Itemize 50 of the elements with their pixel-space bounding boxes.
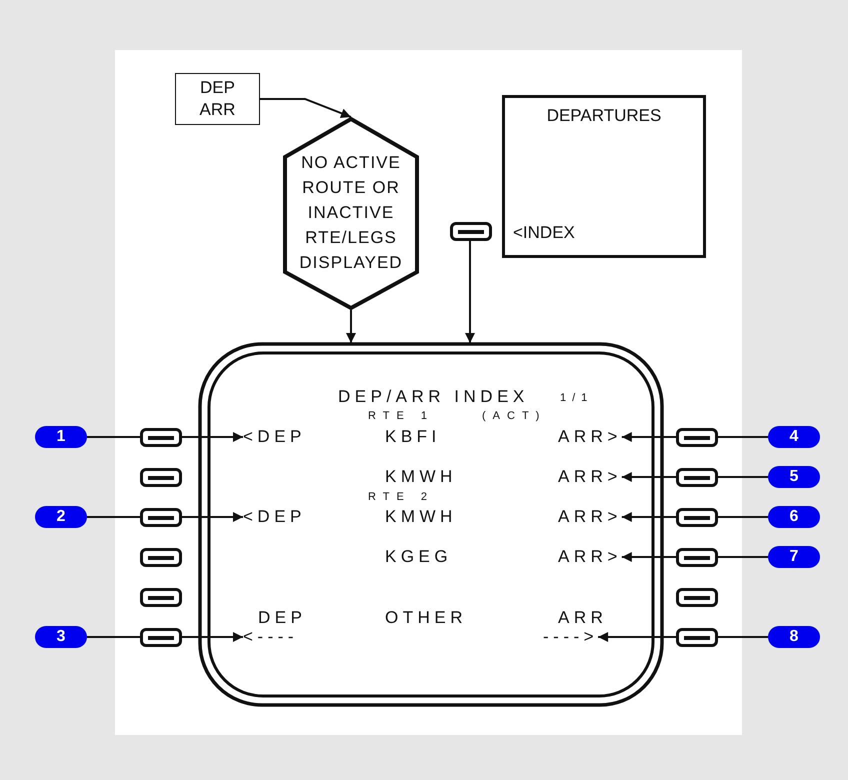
line-select-key <box>676 548 718 567</box>
line-select-key <box>140 588 182 607</box>
screen-text: ARR <box>558 608 608 628</box>
callout-number: 8 <box>768 626 820 648</box>
prompt-text: <---- <box>243 627 298 647</box>
line-select-key <box>140 468 182 487</box>
line-select-key <box>676 588 718 607</box>
line-select-key <box>140 628 182 647</box>
line-select-key <box>140 548 182 567</box>
callout-number: 4 <box>768 426 820 448</box>
page-display-box <box>502 95 706 258</box>
line-select-key <box>676 508 718 527</box>
screen-text: 1/1 <box>560 391 594 406</box>
arrow <box>465 241 475 343</box>
prompt-text: <DEP <box>243 427 306 447</box>
arrow <box>260 98 352 118</box>
screen-text: KBFI <box>385 427 441 447</box>
line-select-key <box>676 628 718 647</box>
line-select-key <box>140 428 182 447</box>
callout-number: 1 <box>35 426 87 448</box>
line-select-key <box>450 222 492 241</box>
line-select-key <box>676 428 718 447</box>
callout-number: 3 <box>35 626 87 648</box>
prompt-text: <INDEX <box>513 223 575 243</box>
page-title: DEPARTURES <box>546 106 662 126</box>
callout-number: 6 <box>768 506 820 528</box>
callout-number: 2 <box>35 506 87 528</box>
screen-text: KMWH <box>385 467 457 487</box>
screen-text: RTE 1 <box>368 409 434 424</box>
prompt-text: <DEP <box>243 507 306 527</box>
display-screen <box>198 342 664 707</box>
callout-number: 7 <box>768 546 820 568</box>
key-label-box: DEP ARR <box>175 73 260 125</box>
prompt-text: ARR> <box>558 427 622 447</box>
line-select-key <box>676 468 718 487</box>
prompt-text: ----> <box>543 627 598 647</box>
prompt-text: ARR> <box>558 467 622 487</box>
screen-text: KGEG <box>385 547 452 567</box>
screen-text: (ACT) <box>482 409 546 424</box>
screen-text: DEP/ARR INDEX <box>338 387 529 407</box>
screen-text: KMWH <box>385 507 457 527</box>
arrow <box>346 310 356 343</box>
callout-number: 5 <box>768 466 820 488</box>
screen-text: DEP <box>258 608 306 628</box>
screen-text: OTHER <box>385 608 467 628</box>
prompt-text: ARR> <box>558 547 622 567</box>
line-select-key <box>140 508 182 527</box>
screen-text: RTE 2 <box>368 490 434 505</box>
condition-hexagon: NO ACTIVE ROUTE OR INACTIVE RTE/LEGS DISPLAYED <box>283 117 419 310</box>
prompt-text: ARR> <box>558 507 622 527</box>
